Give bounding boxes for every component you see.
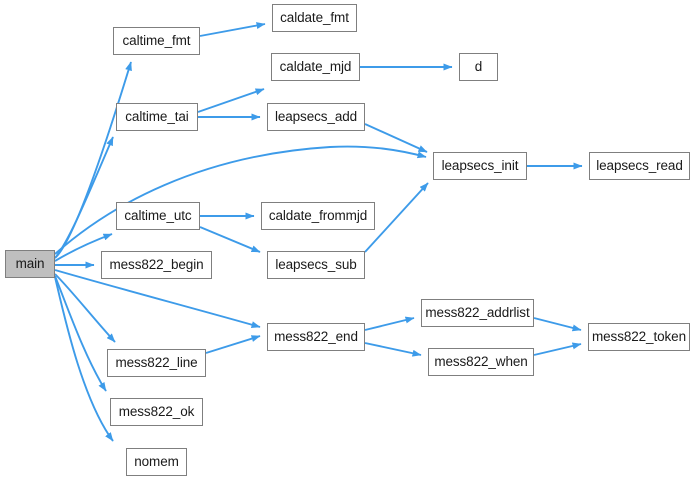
node-label-caltime_tai: caltime_tai xyxy=(125,109,189,125)
node-label-caldate_frommjd: caldate_frommjd xyxy=(268,208,368,224)
edge-caltime_tai-to-caldate_mjd xyxy=(197,88,265,113)
edge-caltime_fmt-to-caldate_fmt xyxy=(199,22,266,37)
node-label-caltime_fmt: caltime_fmt xyxy=(122,33,191,49)
edge-mess822_end-to-mess822_when xyxy=(364,342,422,357)
node-label-main: main xyxy=(15,256,45,272)
node-caltime_fmt[interactable]: caltime_fmt xyxy=(113,27,200,55)
node-mess822_token[interactable]: mess822_token xyxy=(588,323,690,351)
node-nomem[interactable]: nomem xyxy=(126,448,187,476)
node-label-mess822_when: mess822_when xyxy=(434,354,528,370)
edge-caltime_utc-to-leapsecs_sub xyxy=(199,226,261,253)
node-label-caltime_utc: caltime_utc xyxy=(124,208,192,224)
node-d[interactable]: d xyxy=(459,53,498,81)
node-label-leapsecs_init: leapsecs_init xyxy=(441,158,519,174)
edge-main-to-mess822_end xyxy=(54,269,261,329)
node-label-mess822_addrlist: mess822_addrlist xyxy=(425,305,530,321)
node-leapsecs_read[interactable]: leapsecs_read xyxy=(589,152,690,180)
edge-mess822_addrlist-to-mess822_token xyxy=(533,317,582,332)
node-caldate_mjd[interactable]: caldate_mjd xyxy=(271,53,360,81)
edge-main-to-leapsecs_init xyxy=(54,145,427,255)
node-mess822_when[interactable]: mess822_when xyxy=(428,348,534,376)
node-mess822_begin[interactable]: mess822_begin xyxy=(101,251,212,279)
node-leapsecs_add[interactable]: leapsecs_add xyxy=(267,103,365,131)
edge-main-to-mess822_line xyxy=(54,273,116,343)
node-label-nomem: nomem xyxy=(134,454,179,470)
node-caltime_tai[interactable]: caltime_tai xyxy=(116,103,198,131)
edge-mess822_end-to-mess822_addrlist xyxy=(364,316,415,331)
edge-mess822_when-to-mess822_token xyxy=(533,342,582,356)
edge-leapsecs_add-to-leapsecs_init xyxy=(364,123,428,153)
node-label-mess822_end: mess822_end xyxy=(274,329,358,345)
node-mess822_line[interactable]: mess822_line xyxy=(107,349,206,377)
node-label-mess822_token: mess822_token xyxy=(591,329,686,345)
node-mess822_addrlist[interactable]: mess822_addrlist xyxy=(421,299,534,327)
edge-leapsecs_sub-to-leapsecs_init xyxy=(364,182,429,253)
edge-main-to-mess822_ok xyxy=(54,275,107,392)
edge-mess822_line-to-mess822_end xyxy=(205,335,261,354)
edge-main-to-nomem xyxy=(54,276,114,442)
node-caldate_frommjd[interactable]: caldate_frommjd xyxy=(261,202,375,230)
node-label-leapsecs_add: leapsecs_add xyxy=(274,109,358,125)
node-label-caldate_fmt: caldate_fmt xyxy=(280,10,349,26)
edge-main-to-caltime_tai xyxy=(54,136,114,259)
node-leapsecs_init[interactable]: leapsecs_init xyxy=(433,152,527,180)
node-label-leapsecs_read: leapsecs_read xyxy=(596,158,683,174)
node-caltime_utc[interactable]: caltime_utc xyxy=(116,202,200,230)
node-label-mess822_begin: mess822_begin xyxy=(109,257,204,273)
node-label-mess822_line: mess822_line xyxy=(115,355,198,371)
node-label-leapsecs_sub: leapsecs_sub xyxy=(275,257,357,273)
node-label-d: d xyxy=(474,59,483,75)
edge-main-to-caltime_utc xyxy=(54,233,113,262)
node-label-mess822_ok: mess822_ok xyxy=(118,404,195,420)
node-mess822_end[interactable]: mess822_end xyxy=(267,323,365,351)
node-caldate_fmt[interactable]: caldate_fmt xyxy=(272,4,357,32)
node-label-caldate_mjd: caldate_mjd xyxy=(279,59,352,75)
node-mess822_ok[interactable]: mess822_ok xyxy=(110,398,203,426)
node-leapsecs_sub[interactable]: leapsecs_sub xyxy=(267,251,365,279)
node-main[interactable]: main xyxy=(5,250,55,278)
